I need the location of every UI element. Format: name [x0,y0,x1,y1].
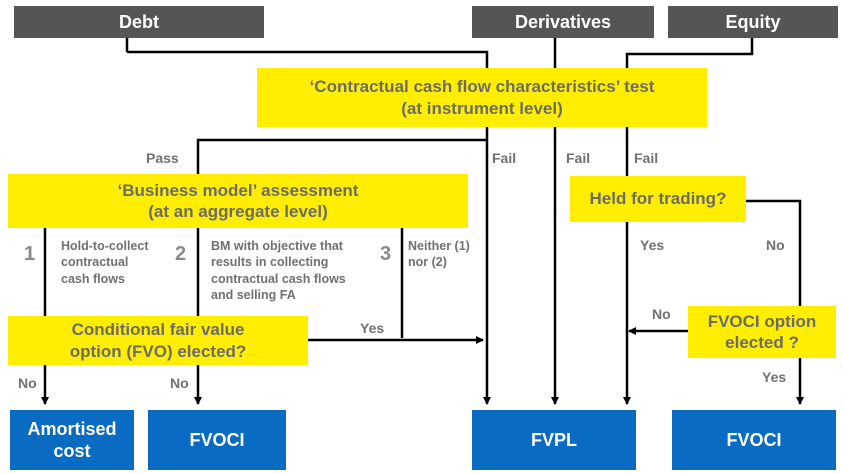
fvoci-option-box: FVOCI option elected ? [688,306,836,358]
bm-number-2: 2 [175,243,187,265]
label-fail-debt: Fail [492,150,517,166]
cash-flow-test-line2: (at instrument level) [401,98,563,118]
business-model-line1: ‘Business model’ assessment [117,180,359,200]
bm-number-3: 3 [380,243,392,265]
cash-flow-test-line1: ‘Contractual cash flow characteristics’ … [309,77,655,97]
business-model-box: ‘Business model’ assessment (at an aggre… [8,174,468,228]
label-pass: Pass [146,150,179,166]
held-for-trading-box: Held for trading? [570,176,746,222]
outcome-amortised-cost: Amortised cost [10,410,134,470]
label-no-trading: No [766,237,785,253]
amortised-line2: cost [53,441,91,461]
bm-option-3-text: Neither (1) nor (2) [408,239,470,270]
fvoci-option-line2: elected ? [725,333,799,352]
header-equity: Equity [668,6,838,38]
amortised-line1: Amortised [27,418,117,439]
cash-flow-test-box: ‘Contractual cash flow characteristics’ … [257,68,707,127]
label-yes-trading: Yes [640,237,665,253]
bm-number-1: 1 [24,243,36,265]
bm-option-2-text: BM with objective that results in collec… [211,239,346,302]
fvo-line2: option (FVO) elected? [69,341,247,361]
label-no-amortised: No [18,375,37,391]
outcome-fvoci-equity: FVOCI [672,410,836,470]
outcome-fvoci-debt: FVOCI [148,410,286,470]
fvo-line1: Conditional fair value [71,320,245,340]
business-model-line2: (at an aggregate level) [148,202,328,221]
label-yes-fvo: Yes [360,320,385,336]
fvoci-option-line1: FVOCI option [707,311,817,331]
outcome-fvpl: FVPL [472,410,636,470]
header-derivatives: Derivatives [472,6,654,38]
label-fail-derivatives: Fail [566,150,591,166]
label-yes-fvoci-option: Yes [762,369,787,385]
header-debt: Debt [14,6,264,38]
label-no-fvoci: No [170,375,189,391]
bm-option-1-text: Hold-to-collect contractual cash flows [61,239,149,286]
fvo-elected-box: Conditional fair value option (FVO) elec… [8,316,308,365]
label-no-fvoci-option: No [652,306,671,322]
label-fail-equity: Fail [634,150,659,166]
